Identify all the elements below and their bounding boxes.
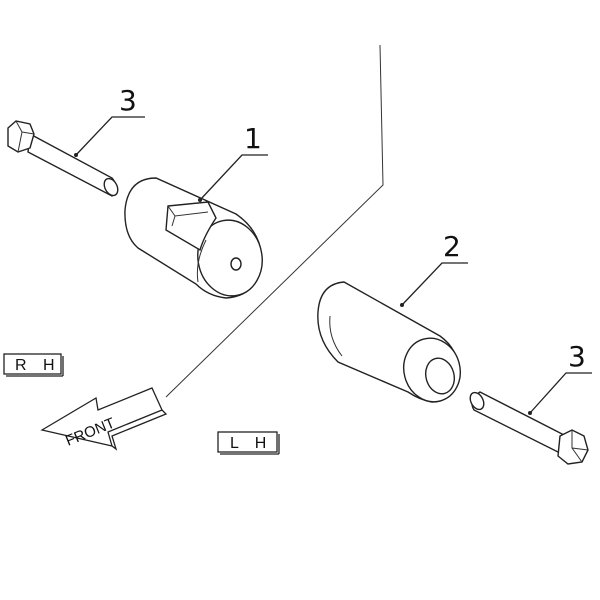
leader-lines xyxy=(74,116,592,415)
slider-rh xyxy=(124,177,263,299)
callout-part-2: 2 xyxy=(443,230,461,263)
slider-lh xyxy=(317,281,461,403)
bolt-lh xyxy=(469,391,589,465)
bolt-rh xyxy=(7,120,119,197)
divider-line xyxy=(165,44,384,398)
rh-label-box: R H xyxy=(3,353,64,377)
callout-bolt-rh: 3 xyxy=(119,84,137,117)
callout-bolt-lh: 3 xyxy=(568,340,586,373)
callout-part-1: 1 xyxy=(244,122,262,155)
lh-label: L H xyxy=(230,435,272,452)
front-arrow: FRONT xyxy=(40,387,168,451)
lh-label-box: L H xyxy=(217,431,280,455)
rh-label: R H xyxy=(15,357,61,374)
